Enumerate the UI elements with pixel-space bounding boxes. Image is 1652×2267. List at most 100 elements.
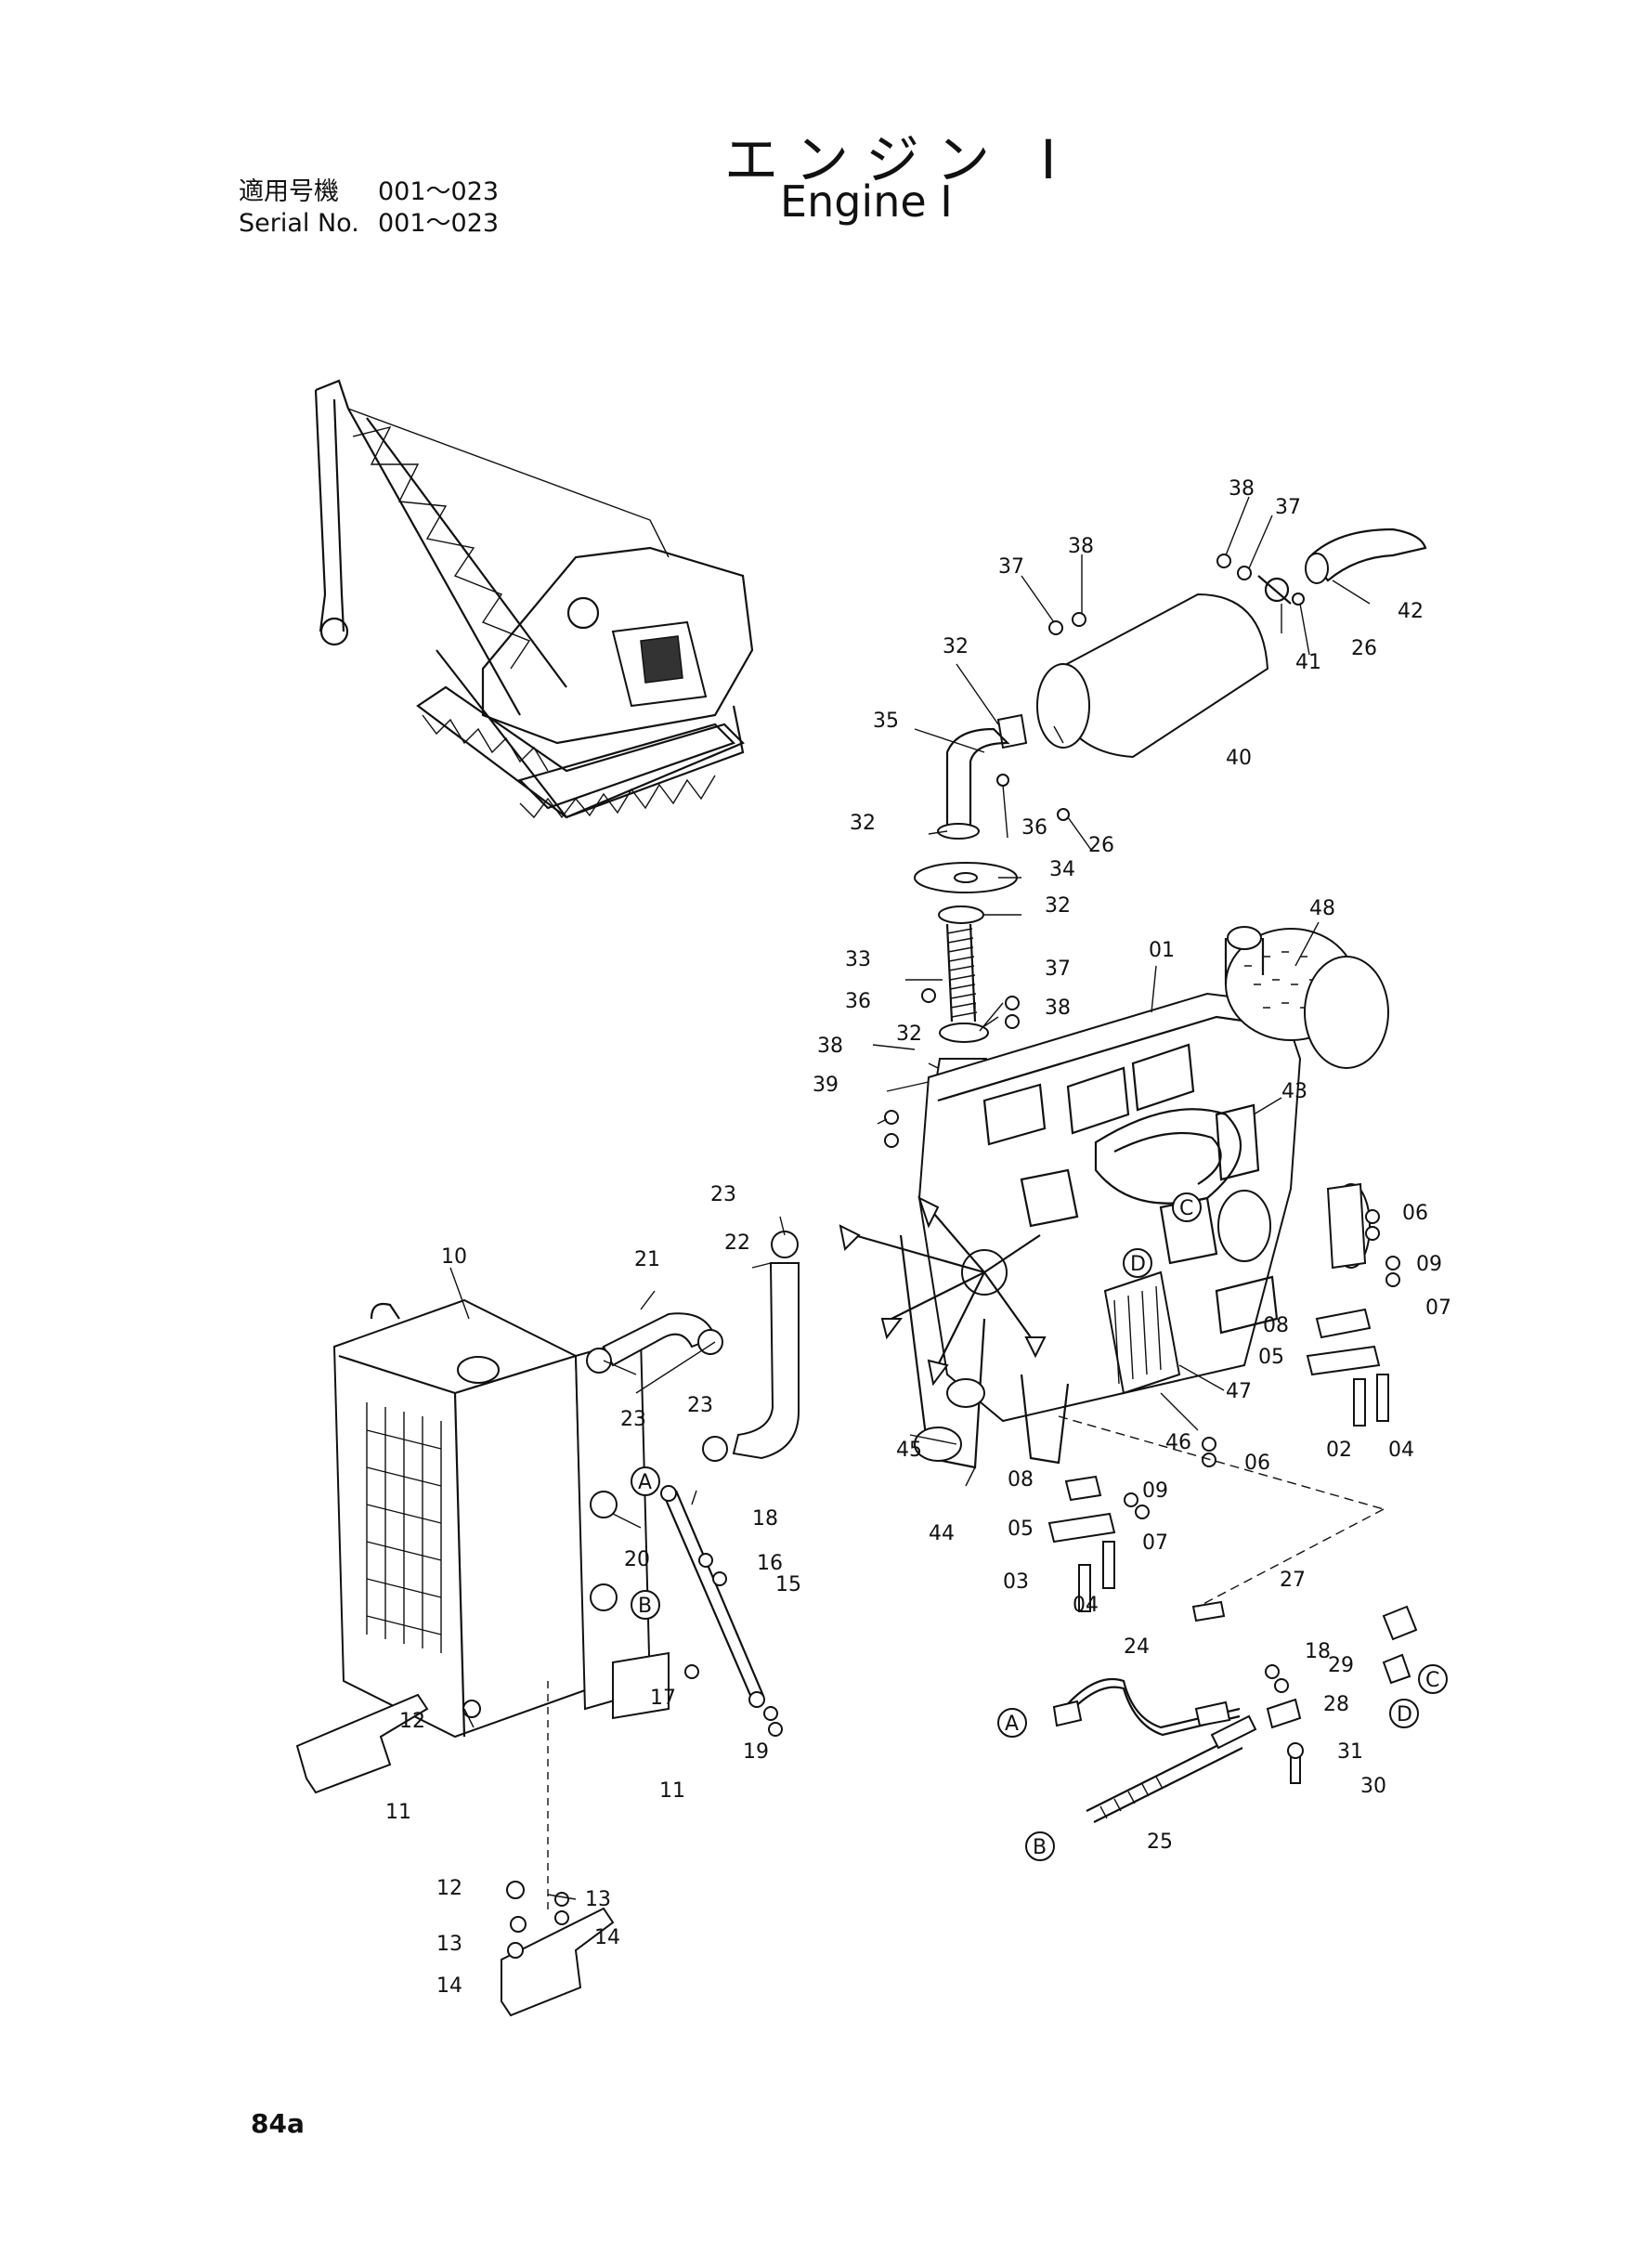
callout-39: 40 xyxy=(1226,747,1252,770)
callout-32: 32 xyxy=(943,635,969,658)
callout-numbers: 01 02 03 04 04 05 05 06 06 07 07 08 08 0… xyxy=(385,477,1451,1998)
connector-b-radiator: B xyxy=(631,1590,660,1620)
stay-rod xyxy=(660,1485,783,1737)
callout-34: 34 xyxy=(1049,858,1075,881)
connector-b-label: B xyxy=(638,1595,652,1618)
callout-38: 38 xyxy=(1068,535,1094,558)
callout-16: 16 xyxy=(757,1552,783,1575)
serial-number-block: 適用号機 001～023 Serial No. 001～023 xyxy=(239,176,499,240)
callout-13: 13 xyxy=(585,1888,611,1911)
callout-09: 09 xyxy=(1416,1253,1442,1276)
callout-33: 33 xyxy=(845,948,871,971)
callout-38: 38 xyxy=(1045,997,1071,1020)
radiator-support-brackets xyxy=(295,1681,615,2017)
callout-23: 23 xyxy=(687,1394,713,1417)
callout-26: 26 xyxy=(1088,834,1114,857)
callout-02: 02 xyxy=(1326,1439,1352,1462)
callout-10: 10 xyxy=(441,1245,467,1269)
connector-c-engine: C xyxy=(1172,1192,1202,1222)
callout-37: 37 xyxy=(1275,496,1301,519)
connector-a-hose-label: A xyxy=(1005,1713,1019,1736)
page-title-japanese: エンジン I xyxy=(724,128,1073,191)
callout-42: 43 xyxy=(1281,1080,1307,1103)
callout-14: 14 xyxy=(594,1926,620,1949)
callout-11: 11 xyxy=(659,1779,685,1803)
callout-36: 36 xyxy=(1021,816,1047,840)
callout-08: 08 xyxy=(1263,1314,1289,1337)
engine-mounts xyxy=(1047,1209,1400,1612)
callout-20: 20 xyxy=(624,1548,650,1571)
connector-a-radiator: A xyxy=(631,1466,660,1496)
connector-c-label: C xyxy=(1179,1197,1193,1220)
callout-32: 32 xyxy=(1045,894,1071,918)
callout-13: 13 xyxy=(436,1933,462,1956)
fuel-hoses xyxy=(1052,1415,1418,1823)
callout-21: 21 xyxy=(634,1248,660,1271)
callout-29: 29 xyxy=(1328,1654,1354,1677)
callout-45: 46 xyxy=(1165,1431,1191,1454)
callout-03: 03 xyxy=(1003,1570,1029,1594)
connector-a-hose: A xyxy=(997,1708,1027,1738)
engine-block-illustration xyxy=(839,926,1389,1469)
callout-32: 32 xyxy=(896,1023,922,1046)
callout-35: 35 xyxy=(873,710,899,733)
callout-leader-lines xyxy=(449,496,1371,1900)
page-title-english: Engine I xyxy=(780,176,953,227)
callout-27: 27 xyxy=(1280,1569,1306,1592)
connector-c-fitting: C xyxy=(1418,1664,1448,1694)
radiator-illustration xyxy=(332,1298,670,1739)
callout-26: 26 xyxy=(1351,637,1377,660)
callout-38: 38 xyxy=(1229,477,1255,501)
callout-23: 23 xyxy=(710,1183,736,1206)
coolant-hoses xyxy=(586,1231,800,1462)
callout-24: 24 xyxy=(1124,1635,1150,1659)
callout-37: 38 xyxy=(817,1035,843,1058)
connector-d-label: D xyxy=(1130,1253,1146,1276)
callout-14: 14 xyxy=(436,1974,462,1998)
connector-b-hose: B xyxy=(1025,1831,1055,1861)
connector-d-fitting-label: D xyxy=(1397,1703,1412,1726)
callout-38: 39 xyxy=(813,1074,839,1097)
callout-18: 18 xyxy=(752,1507,778,1531)
callout-15: 15 xyxy=(775,1573,801,1596)
connector-d-engine: D xyxy=(1123,1248,1152,1278)
serial-number-label: Serial No. xyxy=(239,209,359,238)
callout-07: 07 xyxy=(1425,1296,1451,1320)
callout-08: 08 xyxy=(1008,1468,1034,1492)
callout-25: 25 xyxy=(1147,1831,1173,1854)
crane-overview-illustration xyxy=(314,379,754,819)
callout-05: 05 xyxy=(1258,1346,1284,1369)
callout-40: 41 xyxy=(1295,651,1321,674)
connector-d-fitting: D xyxy=(1389,1699,1419,1728)
callout-37: 37 xyxy=(1045,958,1071,981)
applicable-models-value: 001～023 xyxy=(378,177,500,206)
callout-23: 23 xyxy=(620,1408,646,1431)
callout-22: 22 xyxy=(724,1231,750,1255)
callout-44: 45 xyxy=(896,1439,922,1462)
callout-01: 01 xyxy=(1149,939,1175,962)
callout-17: 17 xyxy=(650,1687,676,1710)
callout-06: 06 xyxy=(1402,1202,1428,1225)
callout-12: 12 xyxy=(436,1877,462,1900)
callout-09: 09 xyxy=(1142,1479,1168,1503)
connector-markers: A B C D A B C xyxy=(631,1192,1448,1861)
callout-07: 07 xyxy=(1142,1531,1168,1555)
callout-04: 04 xyxy=(1388,1439,1414,1462)
applicable-models-label: 適用号機 xyxy=(239,177,339,206)
callout-37: 37 xyxy=(998,555,1024,579)
connector-b-hose-label: B xyxy=(1033,1836,1047,1859)
connector-c-fitting-label: C xyxy=(1425,1669,1439,1692)
callout-43: 44 xyxy=(929,1522,955,1545)
callout-18: 18 xyxy=(1305,1640,1331,1663)
callout-05: 05 xyxy=(1008,1518,1034,1541)
callout-41: 42 xyxy=(1398,600,1424,623)
callout-04: 04 xyxy=(1073,1594,1099,1617)
callout-47: 48 xyxy=(1309,897,1335,920)
callout-19: 19 xyxy=(743,1740,769,1764)
callout-30: 30 xyxy=(1360,1775,1386,1798)
callout-28: 28 xyxy=(1323,1693,1349,1716)
callout-31: 31 xyxy=(1337,1740,1363,1764)
callout-06: 06 xyxy=(1244,1452,1270,1475)
